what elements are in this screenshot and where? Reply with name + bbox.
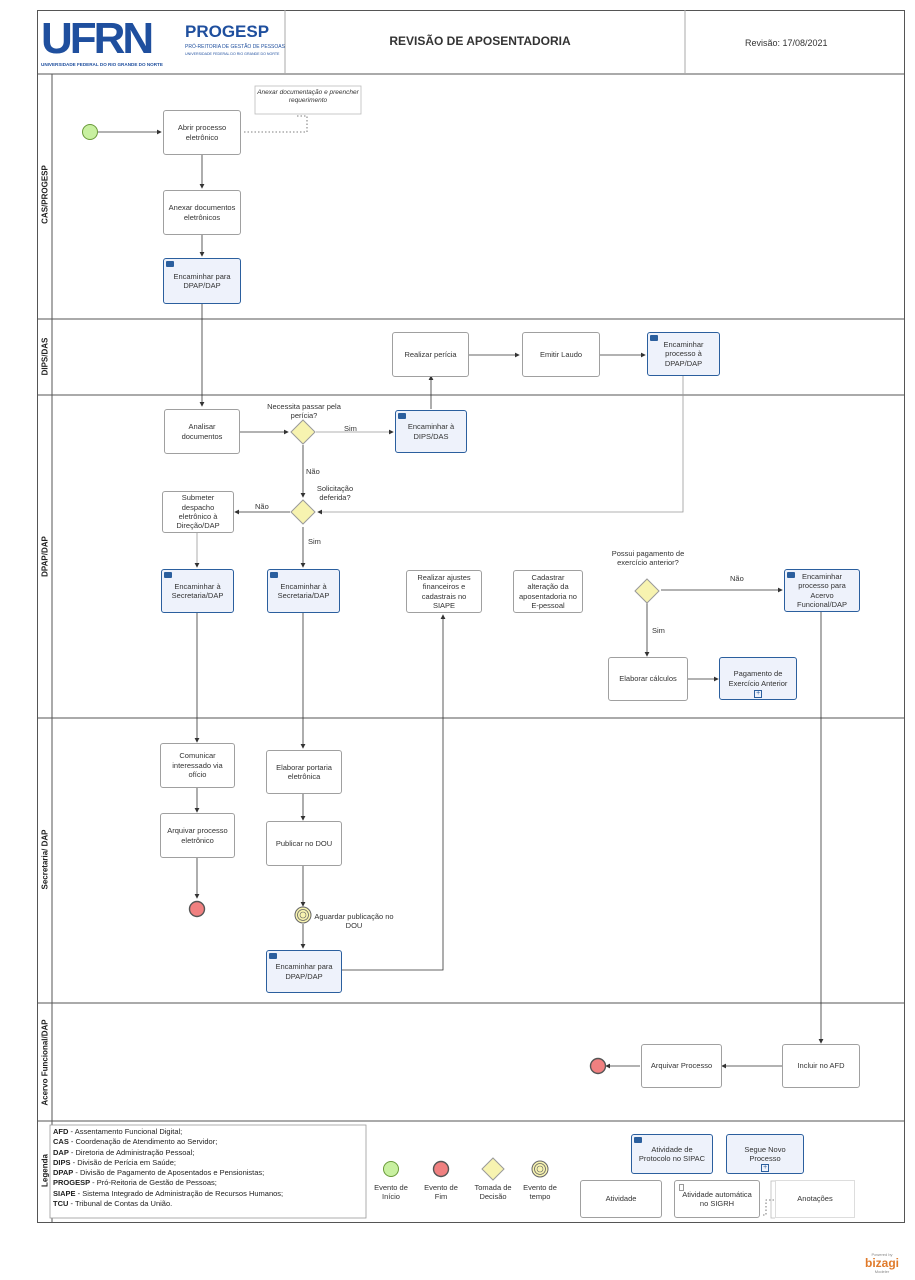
legend-row: DIPS - Divisão de Perícia em Saúde; — [53, 1157, 176, 1167]
task-encaminhar-dpap-2[interactable]: Encaminhar para DPAP/DAP — [266, 950, 342, 993]
flow-label-sim-3: Sim — [652, 626, 665, 635]
legend-row: DPAP - Divisão de Pagamento de Aposentad… — [53, 1168, 265, 1178]
revision-date: Revisão: 17/08/2021 — [745, 38, 828, 48]
envelope-icon — [650, 335, 658, 341]
legend-activity: Atividade — [580, 1180, 662, 1218]
lane-dpap: DPAP/DAP — [40, 536, 50, 577]
envelope-icon — [164, 572, 172, 578]
task-encaminhar-secretaria-1[interactable]: Encaminhar à Secretaria/DAP — [161, 569, 234, 613]
annotation-text: Anexar documentação e preencher requerim… — [257, 89, 359, 105]
envelope-icon — [787, 572, 795, 578]
task-pagamento-exercicio-anterior[interactable]: Pagamento de Exercício Anterior+ — [719, 657, 797, 700]
gateway-pagamento-label: Possui pagamento de exercício anterior? — [611, 549, 685, 568]
task-encaminhar-processo-dpap[interactable]: Encaminhar processo à DPAP/DAP — [647, 332, 720, 376]
flow-label-nao-1: Não — [306, 467, 320, 476]
envelope-icon — [269, 953, 277, 959]
task-submeter-despacho[interactable]: Submeter despacho eletrônico à Direção/D… — [162, 491, 234, 533]
legend-row: CAS - Coordenação de Atendimento ao Serv… — [53, 1137, 218, 1147]
task-elaborar-portaria[interactable]: Elaborar portaria eletrônica — [266, 750, 342, 794]
legend-start-label: Evento de Início — [374, 1183, 408, 1202]
task-realizar-pericia[interactable]: Realizar perícia — [392, 332, 469, 377]
timer-event-label: Aguardar publicação no DOU — [314, 912, 394, 931]
gateway-pericia-label: Necessita passar pela perícia? — [267, 402, 341, 421]
legend-automatic-activity: Atividade automática no SIGRH — [674, 1180, 760, 1218]
task-encaminhar-secretaria-2[interactable]: Encaminhar à Secretaria/DAP — [267, 569, 340, 613]
envelope-icon — [270, 572, 278, 578]
legend-decision-label: Tomada de Decisão — [474, 1183, 512, 1202]
expand-subprocess-icon: + — [761, 1164, 769, 1172]
legend-row: DAP - Diretoria de Administração Pessoal… — [53, 1147, 195, 1157]
gateway-pericia — [290, 419, 316, 445]
end-event-1 — [188, 900, 206, 918]
diagram-frame — [37, 10, 905, 1223]
legend-new-process: Segue Novo Processo+ — [726, 1134, 804, 1174]
progesp-logo: PROGESP PRÓ-REITORIA DE GESTÃO DE PESSOA… — [185, 22, 285, 68]
expand-subprocess-icon[interactable]: + — [754, 690, 762, 698]
task-arquivar-eletronico[interactable]: Arquivar processo eletrônico — [160, 813, 235, 858]
task-comunicar-interessado[interactable]: Comunicar interessado via ofício — [160, 743, 235, 788]
task-analisar-documentos[interactable]: Analisar documentos — [164, 409, 240, 454]
end-event-2 — [589, 1057, 607, 1075]
gateway-pagamento — [634, 578, 660, 604]
gateway-deferida-label: Solicitação deferida? — [316, 484, 354, 503]
legend-annotations-box — [775, 1180, 855, 1218]
header-logos: UFRN UNIVERSIDADE FEDERAL DO RIO GRANDE … — [37, 10, 285, 74]
flow-label-sim-1: Sim — [344, 424, 357, 433]
legend-end-label: Evento de Fim — [424, 1183, 458, 1202]
legend-protocol-activity: Atividade de Protocolo no SIPAC — [631, 1134, 713, 1174]
legend-row: PROGESP - Pró-Reitoria de Gestão de Pess… — [53, 1178, 217, 1188]
task-emitir-laudo[interactable]: Emitir Laudo — [522, 332, 600, 377]
lane-dips: DIPS/DAS — [40, 337, 50, 376]
envelope-icon — [398, 413, 406, 419]
legend-row: AFD - Assentamento Funcional Digital; — [53, 1127, 183, 1136]
envelope-icon — [634, 1137, 642, 1143]
start-event — [82, 124, 98, 140]
task-elaborar-calculos[interactable]: Elaborar cálculos — [608, 657, 688, 701]
legend-timer-label: Evento de tempo — [523, 1183, 557, 1202]
ufrn-logo: UFRN UNIVERSIDADE FEDERAL DO RIO GRANDE … — [41, 14, 177, 72]
flow-label-sim-2: Sim — [308, 537, 321, 546]
task-encaminhar-acervo[interactable]: Encaminhar processo para Acervo Funciona… — [784, 569, 860, 612]
task-cadastrar-alteracao[interactable]: Cadastrar alteração da aposentadoria no … — [513, 570, 583, 613]
task-incluir-afd[interactable]: Incluir no AFD — [782, 1044, 860, 1088]
progesp-logo-subtitle-2: UNIVERSIDADE FEDERAL DO RIO GRANDE DO NO… — [185, 52, 280, 56]
task-realizar-ajustes[interactable]: Realizar ajustes financeiros e cadastrai… — [406, 570, 482, 613]
task-publicar-dou[interactable]: Publicar no DOU — [266, 821, 342, 866]
gateway-deferida — [290, 499, 316, 525]
bizagi-logo: Powered by bizagi Modeler — [864, 1252, 899, 1274]
legend-row: TCU - Tribunal de Contas da União. — [53, 1199, 173, 1209]
legend-annotations: Anotações — [797, 1194, 833, 1203]
ufrn-logo-text: UFRN — [41, 14, 154, 63]
lane-legenda: Legenda — [40, 1154, 50, 1187]
legend-row: SIAPE - Sistema Integrado de Administraç… — [53, 1188, 284, 1198]
ufrn-logo-subtitle: UNIVERSIDADE FEDERAL DO RIO GRANDE DO NO… — [41, 62, 163, 67]
task-anexar-documentos[interactable]: Anexar documentos eletrônicos — [163, 190, 241, 235]
progesp-logo-text: PROGESP — [185, 22, 270, 41]
automatic-task-icon — [679, 1184, 684, 1191]
task-abrir-processo[interactable]: Abrir processo eletrônico — [163, 110, 241, 155]
task-arquivar-processo[interactable]: Arquivar Processo — [641, 1044, 722, 1088]
flow-label-nao-2: Não — [255, 502, 269, 511]
flow-label-nao-3: Não — [730, 574, 744, 583]
task-encaminhar-dpap-1[interactable]: Encaminhar para DPAP/DAP — [163, 258, 241, 304]
lane-secretaria: Secretaria/ DAP — [40, 829, 50, 890]
progesp-logo-subtitle: PRÓ-REITORIA DE GESTÃO DE PESSOAS — [185, 44, 285, 50]
task-encaminhar-dips[interactable]: Encaminhar à DIPS/DAS — [395, 410, 467, 453]
envelope-icon — [166, 261, 174, 267]
legend-abbreviations: AFD - Assentamento Funcional Digital; CA… — [53, 1127, 283, 1209]
lane-cas: CAS/PROGESP — [40, 165, 50, 224]
page-title: REVISÃO DE APOSENTADORIA — [389, 34, 571, 48]
lane-acervo: Acervo Funcional/DAP — [40, 1019, 50, 1106]
